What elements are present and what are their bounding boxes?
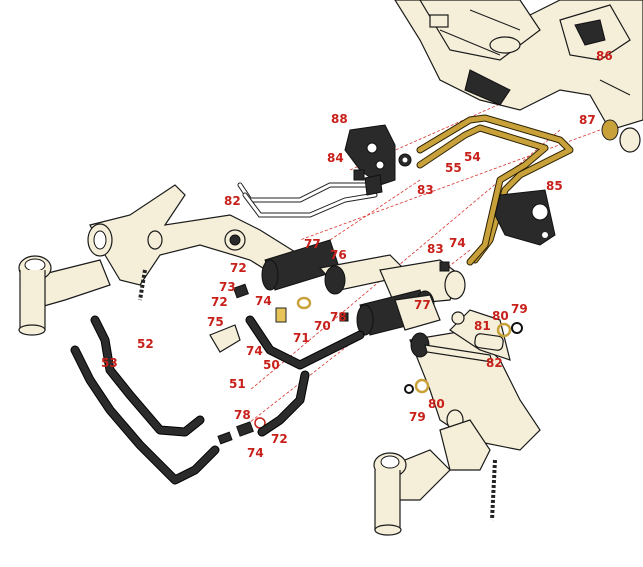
callout-labels: 86 87 88 84 55 54 83 85 82 77 76 83 74 7… — [101, 49, 613, 460]
callout-82-upper: 82 — [224, 194, 241, 208]
lift-arm-left — [18, 184, 311, 336]
callout-74-bottom: 74 — [247, 446, 264, 460]
callout-72-bottom: 72 — [271, 432, 288, 446]
callout-76: 76 — [330, 248, 347, 262]
callout-87: 87 — [579, 113, 596, 127]
callout-82-lower: 82 — [486, 356, 503, 370]
callout-79-upper: 79 — [511, 302, 528, 316]
callout-55: 55 — [445, 161, 462, 175]
callout-77-upper: 77 — [304, 237, 321, 251]
callout-83-lower: 83 — [427, 242, 444, 256]
bracket-85 — [494, 189, 556, 246]
small-fittings — [209, 169, 450, 445]
callout-70: 70 — [314, 319, 331, 333]
callout-72-mid: 72 — [211, 295, 228, 309]
callout-85: 85 — [546, 179, 563, 193]
callout-52: 52 — [137, 337, 154, 351]
callout-79-lower: 79 — [409, 410, 426, 424]
callout-72-top: 72 — [230, 261, 247, 275]
callout-80-lower: 80 — [428, 397, 445, 411]
callout-50: 50 — [263, 358, 280, 372]
callout-53: 53 — [101, 356, 118, 370]
callout-78-lower: 78 — [234, 408, 251, 422]
gold-tubes — [416, 114, 619, 266]
lift-arm-right — [373, 309, 541, 536]
callout-86: 86 — [596, 49, 613, 63]
callout-54: 54 — [464, 150, 481, 164]
fitting-87 — [601, 119, 619, 141]
callout-80-upper: 80 — [492, 309, 509, 323]
cylinder-lower — [356, 289, 441, 336]
hoses-52-53 — [70, 315, 220, 485]
pin-parts — [404, 311, 523, 394]
callout-74-upper: 74 — [449, 236, 466, 250]
callout-75: 75 — [207, 315, 224, 329]
leader-lines — [239, 59, 601, 431]
callout-88: 88 — [331, 112, 348, 126]
callout-74-lower: 74 — [246, 344, 263, 358]
frame-hole — [489, 36, 521, 54]
callout-73: 73 — [219, 280, 236, 294]
callout-84: 84 — [327, 151, 344, 165]
callout-74-mid: 74 — [255, 294, 272, 308]
callout-51: 51 — [229, 377, 246, 391]
callout-77-lower: 77 — [414, 298, 431, 312]
callout-71: 71 — [293, 331, 310, 345]
tractor-frame — [394, 0, 643, 153]
callout-78-upper: 78 — [330, 310, 347, 324]
hoses-50-51 — [245, 315, 365, 437]
callout-81: 81 — [474, 319, 491, 333]
frame-bolt — [429, 14, 449, 28]
bracket-88 — [344, 124, 412, 186]
steel-lines-82 — [237, 174, 383, 218]
callout-83-upper: 83 — [417, 183, 434, 197]
